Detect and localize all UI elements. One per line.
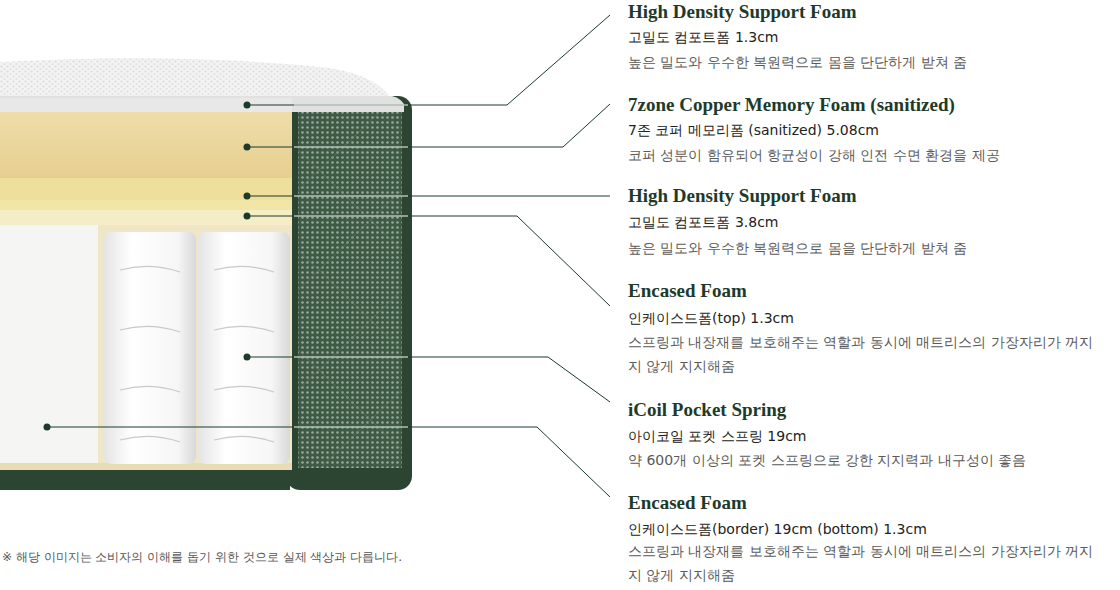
memory-foam-layer	[0, 112, 292, 178]
encased-foam-top	[0, 210, 292, 225]
layer-spec: 7존 코퍼 메모리폼 (sanitized) 5.08cm	[628, 120, 879, 140]
leader-lines-on-panel	[294, 105, 408, 427]
support-foam-layer	[0, 98, 292, 112]
layer-spec: 인케이스드폼(top) 1.3cm	[628, 308, 794, 328]
side-panel	[286, 96, 412, 490]
mesh-quilting	[298, 112, 402, 468]
layer-description: 높은 밀도와 우수한 복원력으로 몸을 단단하게 받쳐 줌	[628, 236, 1098, 260]
layer-title: Encased Foam	[628, 280, 747, 302]
layer-spec: 고밀도 컴포트폼 3.8cm	[628, 212, 779, 232]
layer-spec: 고밀도 컴포트폼 1.3cm	[628, 27, 779, 47]
layer-spec: 아이코일 포켓 스프링 19cm	[628, 426, 807, 446]
leader-dots	[44, 102, 251, 431]
support-foam-layer	[0, 178, 292, 200]
layer-description: 스프링과 내장재를 보호해주는 역할과 동시에 매트리스의 가장자리가 꺼지지 …	[628, 539, 1098, 587]
layer-description: 스프링과 내장재를 보호해주는 역할과 동시에 매트리스의 가장자리가 꺼지지 …	[628, 330, 1098, 378]
support-foam-top	[0, 96, 404, 112]
layer-title: 7zone Copper Memory Foam (sanitized)	[628, 94, 955, 116]
layer-title: High Density Support Foam	[628, 185, 857, 207]
image-note: ※ 해당 이미지는 소비자의 이해를 돕기 위한 것으로 실제 색상과 다릅니다…	[2, 549, 402, 565]
support-foam-layer	[0, 200, 292, 210]
side-mesh	[298, 112, 402, 468]
layer-spec: 인케이스드폼(border) 19cm (bottom) 1.3cm	[628, 519, 927, 539]
bottom-band	[0, 468, 290, 490]
layer-title: Encased Foam	[628, 492, 747, 514]
layer-title: iCoil Pocket Spring	[628, 399, 786, 421]
layer-description: 약 600개 이상의 포켓 스프링으로 강한 지지력과 내구성이 좋음	[628, 448, 1098, 472]
layer-title: High Density Support Foam	[628, 1, 857, 23]
layer-description: 높은 밀도와 우수한 복원력으로 몸을 단단하게 받쳐 줌	[628, 50, 1098, 74]
leader-lines	[47, 15, 610, 497]
layer-description: 코퍼 성분이 함유되어 항균성이 강해 인전 수면 환경을 제공	[628, 143, 1098, 167]
knit-cover	[0, 58, 392, 100]
pocket-springs	[104, 232, 290, 464]
